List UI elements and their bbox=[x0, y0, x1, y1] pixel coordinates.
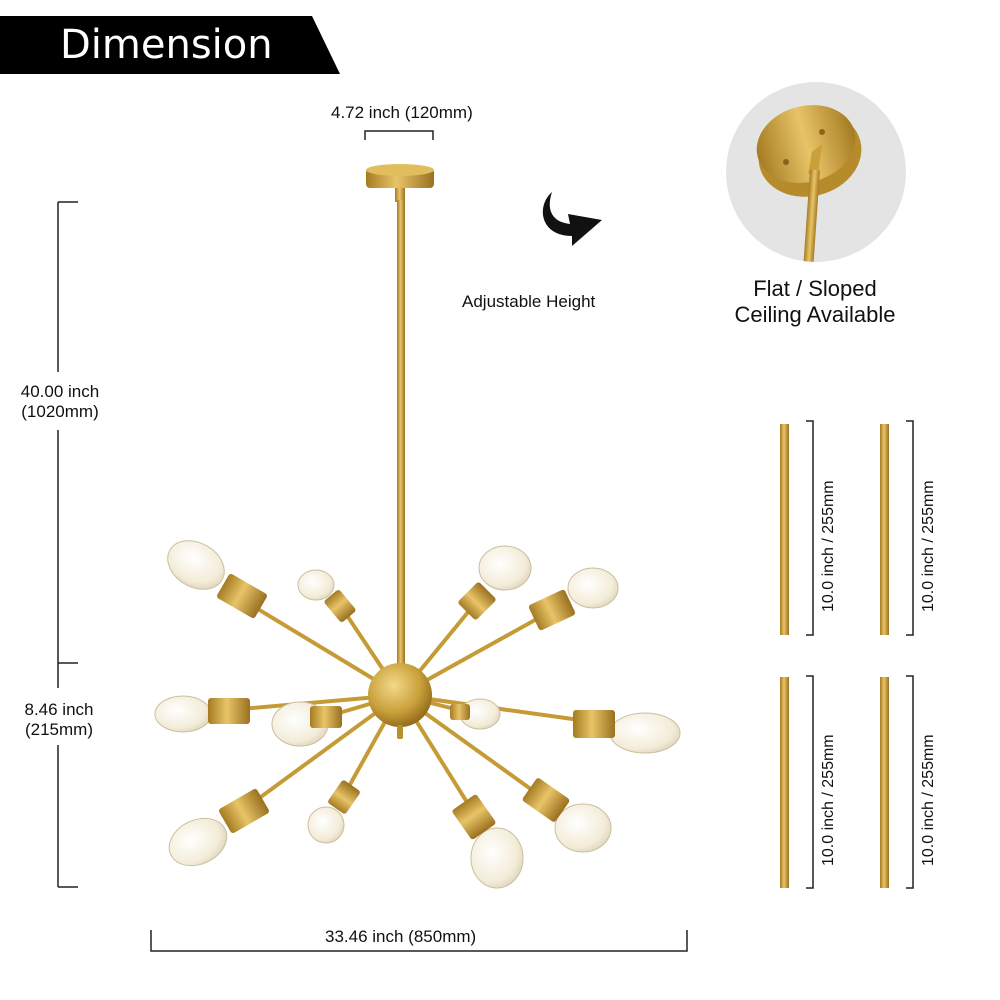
rod-label: 10.0 inch / 255mm bbox=[920, 480, 937, 612]
body-height-mm: (215mm) bbox=[24, 720, 93, 739]
canopy-detail-inset bbox=[726, 82, 906, 262]
total-height-inch: 40.00 inch bbox=[20, 382, 100, 401]
rod-label: 10.0 inch / 255mm bbox=[820, 734, 837, 866]
title-banner bbox=[0, 16, 340, 74]
ceiling-compat-label: Flat / Sloped Ceiling Available bbox=[700, 276, 930, 328]
ceiling-line-2: Ceiling Available bbox=[734, 302, 896, 327]
total-height-label: 40.00 inch (1020mm) bbox=[4, 382, 116, 422]
canopy-width-label: 4.72 inch (120mm) bbox=[331, 103, 473, 122]
body-height-inch: 8.46 inch bbox=[24, 700, 94, 719]
adjustable-height-label: Adjustable Height bbox=[462, 292, 596, 311]
width-label: 33.46 inch (850mm) bbox=[325, 927, 477, 946]
page-title: Dimension bbox=[60, 22, 273, 68]
ceiling-line-1: Flat / Sloped bbox=[753, 276, 877, 301]
rod-label: 10.0 inch / 255mm bbox=[820, 480, 837, 612]
curved-arrow-icon bbox=[542, 192, 602, 246]
body-height-label: 8.46 inch (215mm) bbox=[4, 700, 114, 740]
total-height-mm: (1020mm) bbox=[21, 402, 99, 421]
rod-label: 10.0 inch / 255mm bbox=[920, 734, 937, 866]
